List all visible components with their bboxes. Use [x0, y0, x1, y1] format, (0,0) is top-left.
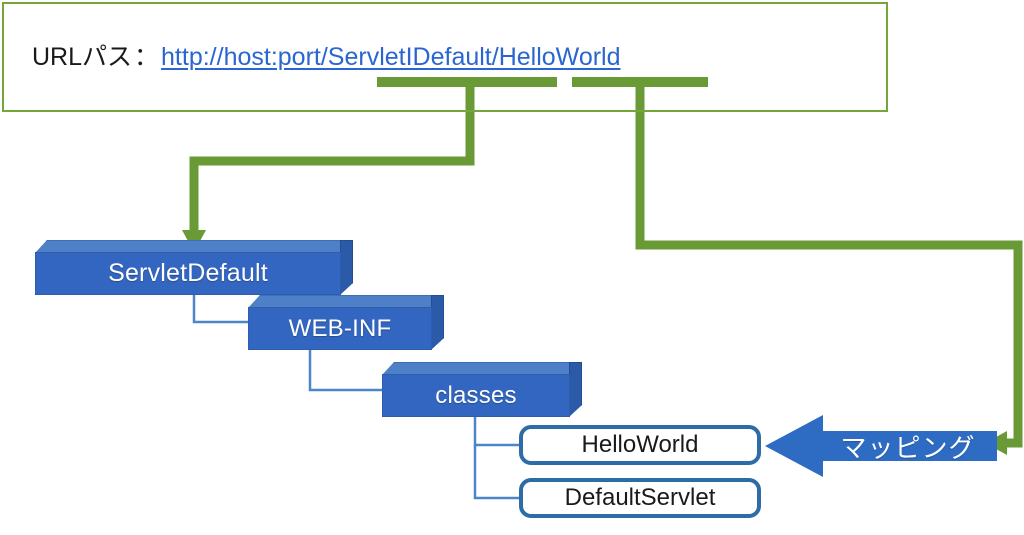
folder-servletdefault[interactable]: ServletDefault	[35, 240, 353, 295]
folder-side-face	[569, 362, 582, 417]
url-panel: URLパス：http://host:port/ServletIDefault/H…	[2, 2, 888, 112]
mapping-arrow-label: マッピング	[840, 432, 976, 463]
servlet-box-defaultservlet[interactable]: DefaultServlet	[519, 478, 761, 518]
url-separator: ：	[134, 43, 160, 71]
folder-label: classes	[382, 374, 570, 417]
highlight-bar-servlet-mapping	[572, 77, 708, 87]
folder-label: WEB-INF	[248, 307, 432, 350]
folder-side-face	[431, 295, 444, 350]
url-label: URLパス	[32, 43, 133, 71]
folder-web-inf[interactable]: WEB-INF	[248, 295, 444, 350]
url-link[interactable]: http://host:port/ServletIDefault/HelloWo…	[161, 43, 621, 71]
folder-classes[interactable]: classes	[382, 362, 582, 417]
wire-servlet-mapping	[635, 86, 1023, 455]
servlet-box-helloworld[interactable]: HelloWorld	[519, 425, 761, 465]
url-line: URLパス：http://host:port/ServletIDefault/H…	[32, 40, 621, 74]
highlight-bar-context-path	[377, 77, 557, 87]
mapping-arrow: マッピング	[765, 415, 997, 477]
folder-side-face	[340, 240, 353, 295]
folder-label: ServletDefault	[35, 252, 341, 295]
